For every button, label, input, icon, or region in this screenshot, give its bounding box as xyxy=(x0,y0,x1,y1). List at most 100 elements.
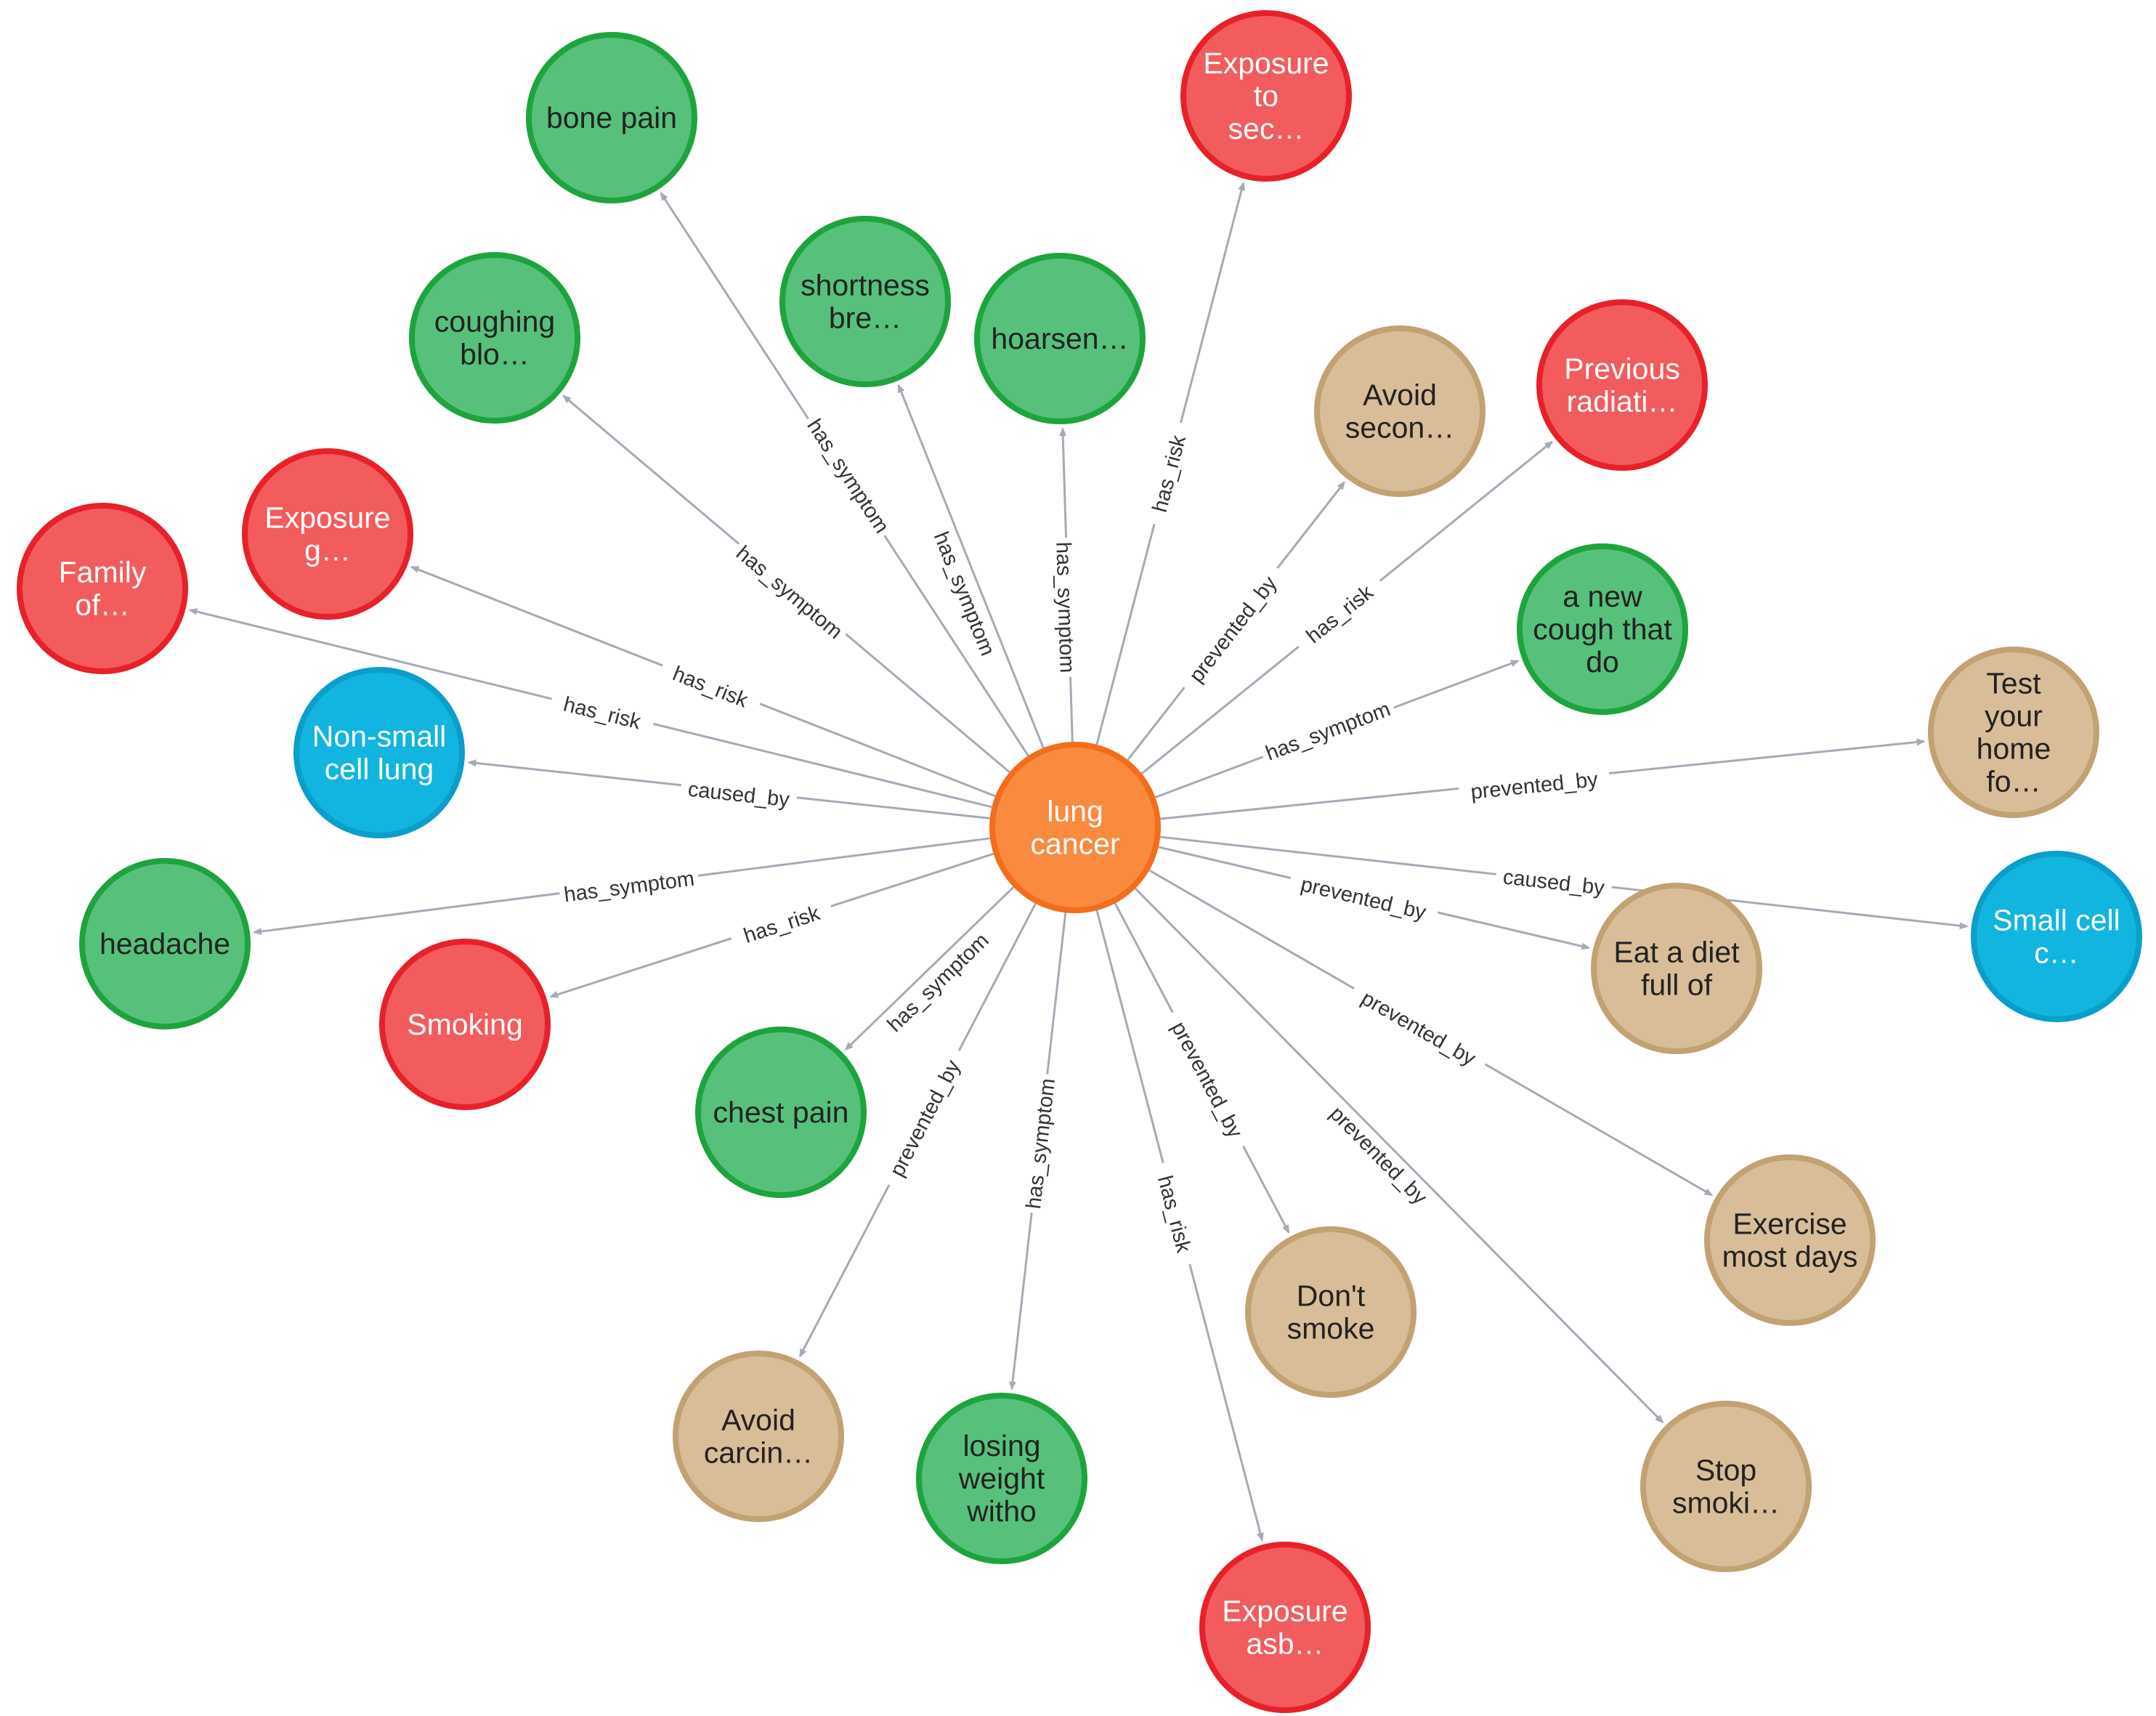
node-label: Smoking xyxy=(407,1008,523,1041)
node-family_of[interactable]: Familyof… xyxy=(17,503,188,674)
node-label: Small cell xyxy=(1993,904,2120,937)
node-coughing_blo[interactable]: coughingblo… xyxy=(409,252,580,424)
node-label: to xyxy=(1254,79,1278,113)
edge-label-bg xyxy=(679,774,798,812)
node-shortness[interactable]: shortnessbre… xyxy=(779,216,951,387)
node-label: Don't xyxy=(1297,1279,1366,1313)
node-stop_smoki[interactable]: Stopsmoki… xyxy=(1640,1401,1812,1572)
node-circle xyxy=(242,448,413,620)
node-label: Avoid xyxy=(721,1404,795,1437)
edge-label-exposure_sec: has_risk xyxy=(1148,432,1191,514)
node-chest_pain[interactable]: chest pain xyxy=(695,1027,867,1198)
node-label: Test xyxy=(1986,667,2041,700)
node-previous_radiati[interactable]: Previousradiati… xyxy=(1536,299,1708,471)
node-label: Previous xyxy=(1564,352,1680,386)
edge-label-avoid_carcin: prevented_by xyxy=(885,1056,965,1181)
node-circle xyxy=(526,32,697,203)
node-smoking[interactable]: Smoking xyxy=(379,939,551,1110)
edge-label-bg xyxy=(558,864,700,907)
node-label: your xyxy=(1985,700,2043,733)
node-label: of… xyxy=(75,588,129,622)
node-label: Avoid xyxy=(1363,379,1437,412)
node-label: carcin… xyxy=(704,1436,813,1470)
node-label: Exposure xyxy=(1222,1595,1348,1628)
edge-label-chest_pain: has_symptom xyxy=(883,928,994,1037)
node-label: coughing xyxy=(434,305,555,339)
edge-stop_smoki xyxy=(1134,887,1664,1424)
node-avoid_carcin[interactable]: Avoidcarcin… xyxy=(673,1351,844,1522)
node-headache[interactable]: headache xyxy=(79,858,251,1029)
node-label: g… xyxy=(304,534,351,567)
node-small_cell[interactable]: Small cellc… xyxy=(1971,851,2142,1022)
node-circle xyxy=(1640,1401,1812,1572)
node-label: cancer xyxy=(1030,827,1119,861)
edge-label-exposure_g: has_risk xyxy=(670,662,752,712)
node-circle xyxy=(916,1393,1087,1564)
edge-label-small_cell: caused_by xyxy=(1502,865,1605,899)
edge-label-smoking: has_risk xyxy=(741,902,823,948)
node-label: most days xyxy=(1722,1240,1858,1274)
node-label: sec… xyxy=(1228,112,1305,145)
edge-label-bg xyxy=(1052,537,1081,678)
node-circle xyxy=(1245,1226,1417,1398)
node-label: smoke xyxy=(1287,1312,1375,1345)
nodes-layer: bone painExposuretosec…shortnessbre…hoar… xyxy=(17,10,2142,1713)
node-circle xyxy=(79,858,251,1029)
node-avoid_secon[interactable]: Avoidsecon… xyxy=(1314,325,1486,497)
node-circle xyxy=(293,667,465,838)
node-exposure_g[interactable]: Exposureg… xyxy=(242,448,413,620)
node-label: Exposure xyxy=(1203,46,1329,80)
node-label: bone pain xyxy=(546,101,677,134)
edge-label-bg xyxy=(1143,419,1194,527)
edge-label-hoarsen: has_symptom xyxy=(1051,541,1079,673)
node-label: c… xyxy=(2034,936,2079,970)
node-label: home xyxy=(1977,732,2051,766)
edge-label-previous_radiati: has_risk xyxy=(1302,580,1378,648)
node-circle xyxy=(1314,325,1486,497)
edge-label-bg xyxy=(1257,694,1398,766)
node-circle xyxy=(695,1027,867,1198)
node-circle xyxy=(673,1351,844,1522)
node-label: bre… xyxy=(829,301,901,335)
node-circle xyxy=(409,252,580,424)
edge-label-exposure_asb: has_risk xyxy=(1153,1173,1195,1255)
node-hoarsen[interactable]: hoarsen… xyxy=(974,253,1146,424)
node-label: chest pain xyxy=(713,1096,849,1129)
node-label: full of xyxy=(1641,968,1713,1002)
node-circle xyxy=(1199,1542,1371,1713)
node-circle xyxy=(379,939,551,1110)
node-exposure_asb[interactable]: Exposureasb… xyxy=(1199,1542,1371,1713)
node-label: secon… xyxy=(1345,411,1454,445)
node-label: a new xyxy=(1563,580,1642,613)
edge-label-bg xyxy=(1287,867,1440,927)
node-label: fo… xyxy=(1986,765,2040,798)
node-circle xyxy=(1536,299,1708,471)
node-circle xyxy=(779,216,951,387)
edge-label-bg xyxy=(878,1045,970,1191)
edge-label-bg xyxy=(878,924,997,1040)
edge-label-coughing_blo: has_symptom xyxy=(732,541,847,644)
edge-label-bg xyxy=(1019,1072,1060,1215)
node-label: headache xyxy=(100,927,230,960)
node-exposure_sec[interactable]: Exposuretosec… xyxy=(1180,10,1352,182)
node-circle xyxy=(974,253,1146,424)
node-label: Exposure xyxy=(264,501,390,535)
node-label: hoarsen… xyxy=(991,322,1128,355)
edge-label-bg xyxy=(1290,570,1388,656)
node-label: smoki… xyxy=(1672,1486,1780,1520)
node-circle xyxy=(17,503,188,674)
node-label: Non-small xyxy=(312,720,447,753)
edge-label-bg xyxy=(729,537,851,647)
edge-label-bone_pain: has_symptom xyxy=(802,415,893,538)
edge-chest_pain xyxy=(844,886,1015,1051)
node-test_home[interactable]: Testyourhomefo… xyxy=(1928,647,2099,818)
node-label: shortness xyxy=(801,269,930,302)
node-bone_pain[interactable]: bone pain xyxy=(526,32,697,203)
